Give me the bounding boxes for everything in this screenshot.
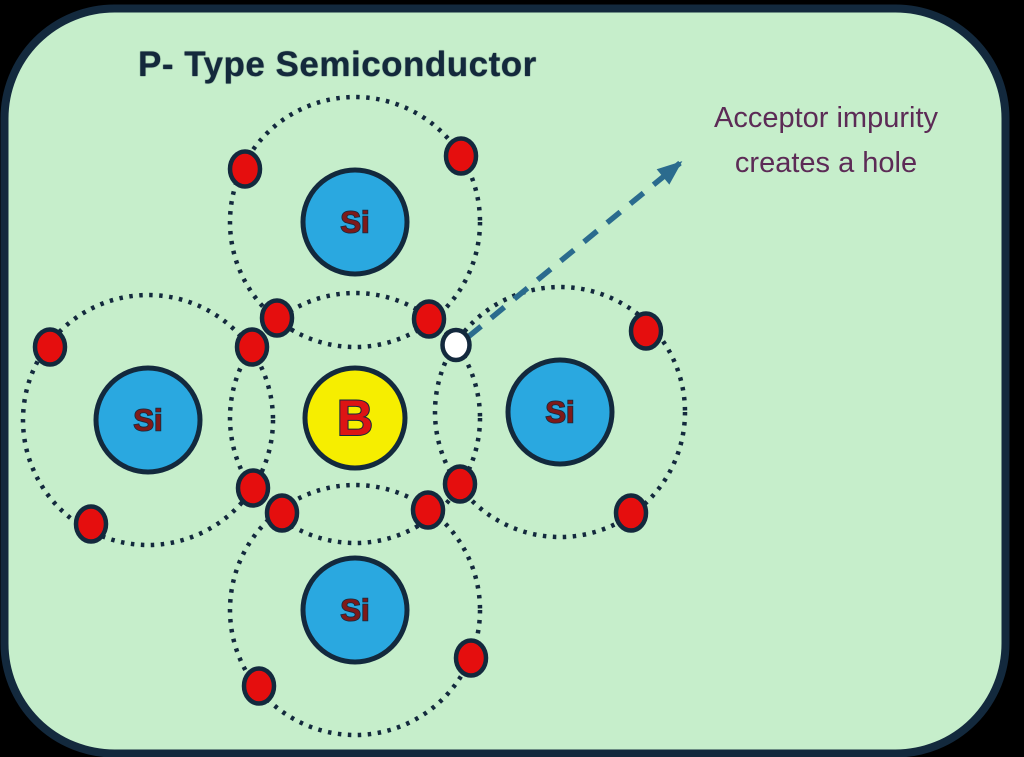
arrow-layer xyxy=(466,160,683,340)
electron xyxy=(235,468,271,508)
hole-pointer-arrow xyxy=(466,160,683,340)
electron xyxy=(628,311,664,351)
electron xyxy=(234,327,270,367)
atom-silicon-right xyxy=(505,357,615,467)
orbits-layer xyxy=(20,94,688,738)
electron xyxy=(411,299,447,339)
electron xyxy=(259,298,295,338)
annotation-line-2: creates a hole xyxy=(734,147,918,179)
electron xyxy=(410,490,446,530)
atom-silicon-left xyxy=(93,365,203,475)
electron xyxy=(613,493,649,533)
orbit-silicon-left xyxy=(20,292,276,548)
atom-label-silicon-bottom: Si xyxy=(340,593,369,628)
atom-silicon-top xyxy=(300,167,410,277)
panel-background xyxy=(0,4,1010,757)
electron xyxy=(73,504,109,544)
page-title: P- Type Semiconductor xyxy=(138,45,537,84)
electron xyxy=(453,638,489,678)
orbit-silicon-right xyxy=(432,284,688,540)
electron xyxy=(443,136,479,176)
atom-silicon-bottom xyxy=(300,555,410,665)
atom-label-silicon-top: Si xyxy=(340,205,369,240)
atom-label-silicon-left: Si xyxy=(133,403,162,438)
electron xyxy=(32,327,68,367)
annotation-line-1: Acceptor impurity xyxy=(713,102,938,134)
electron xyxy=(241,666,277,706)
electron xyxy=(227,149,263,189)
orbit-silicon-bottom xyxy=(227,482,483,738)
electron xyxy=(264,493,300,533)
atom-label-boron-center: B xyxy=(337,390,373,446)
annotation-text: Acceptor impurity creates a hole xyxy=(650,96,1002,186)
hole xyxy=(440,327,472,363)
orbit-silicon-top xyxy=(227,94,483,350)
orbit-boron-center xyxy=(227,290,483,546)
atom-boron-center xyxy=(302,365,408,471)
atom-label-silicon-right: Si xyxy=(545,395,574,430)
electrons-layer xyxy=(32,136,664,706)
electron xyxy=(442,464,478,504)
